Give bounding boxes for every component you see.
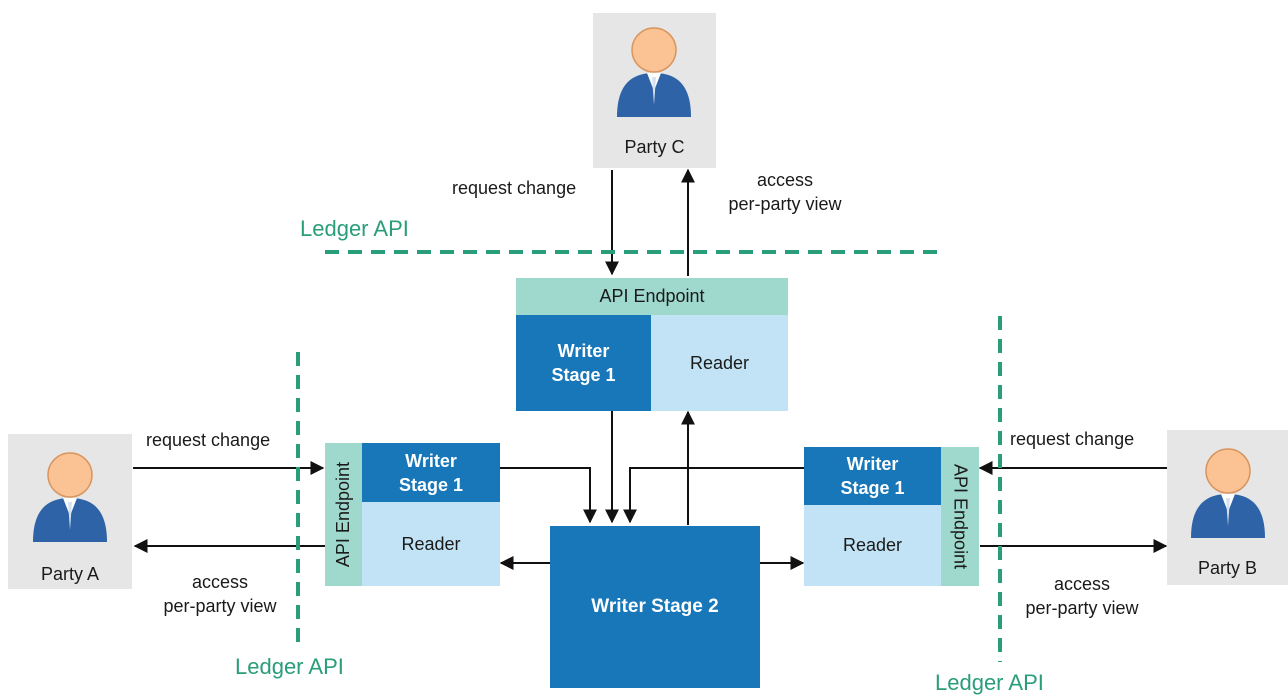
- left-reader[interactable]: Reader: [362, 502, 500, 586]
- per-party-view-label: per-party view: [728, 194, 842, 214]
- access-label: access: [191, 572, 249, 592]
- party-b[interactable]: Party B: [1167, 430, 1288, 585]
- party-c[interactable]: Party C: [593, 13, 716, 168]
- writer-label-line1: Writer: [846, 454, 899, 474]
- access-label: access: [756, 170, 814, 190]
- arrow-right-writer-to-w2: [623, 467, 805, 524]
- right-api-endpoint-label: API Endpoint: [950, 463, 971, 570]
- person-icon: [617, 27, 691, 117]
- party-a-request-label: request change: [146, 430, 271, 450]
- top-reader[interactable]: Reader: [651, 315, 788, 411]
- party-c-request-label: request change: [452, 178, 577, 198]
- party-a-access-label: access per-party view: [120, 570, 320, 618]
- party-a[interactable]: Party A: [8, 434, 132, 589]
- ledger-api-label-right: Ledger API: [935, 670, 1044, 695]
- writer-label-line1: Writer: [405, 450, 457, 471]
- ledger-api-label-left: Ledger API: [235, 654, 344, 679]
- writer-label-line2: Stage 1: [551, 365, 616, 385]
- top-api-endpoint[interactable]: API Endpoint: [516, 278, 788, 315]
- writer-stage-2[interactable]: Writer Stage 2: [550, 526, 760, 688]
- party-c-label: Party C: [624, 137, 685, 157]
- ledger-api-label-top: Ledger API: [300, 216, 409, 241]
- party-b-request-label: request change: [1010, 429, 1135, 449]
- party-b-label: Party B: [1197, 558, 1258, 578]
- person-icon: [33, 452, 107, 542]
- writer-label-line1: Writer: [557, 341, 610, 361]
- writer-label-line2: Stage 1: [840, 478, 905, 498]
- writer-label-line2: Stage 1: [398, 474, 464, 495]
- party-a-label: Party A: [40, 564, 100, 584]
- right-api-endpoint[interactable]: API Endpoint: [941, 447, 979, 586]
- arrow-left-writer-to-w2: [500, 467, 597, 524]
- party-b-access-label: access per-party view: [982, 572, 1182, 620]
- right-reader[interactable]: Reader: [804, 505, 941, 586]
- left-api-endpoint[interactable]: API Endpoint: [325, 443, 362, 586]
- per-party-view-label: per-party view: [163, 596, 277, 616]
- person-icon: [1191, 448, 1265, 538]
- party-c-access-label: access per-party view: [670, 168, 900, 216]
- left-api-endpoint-label: API Endpoint: [333, 461, 353, 568]
- access-label: access: [1053, 574, 1111, 594]
- per-party-view-label: per-party view: [1025, 598, 1139, 618]
